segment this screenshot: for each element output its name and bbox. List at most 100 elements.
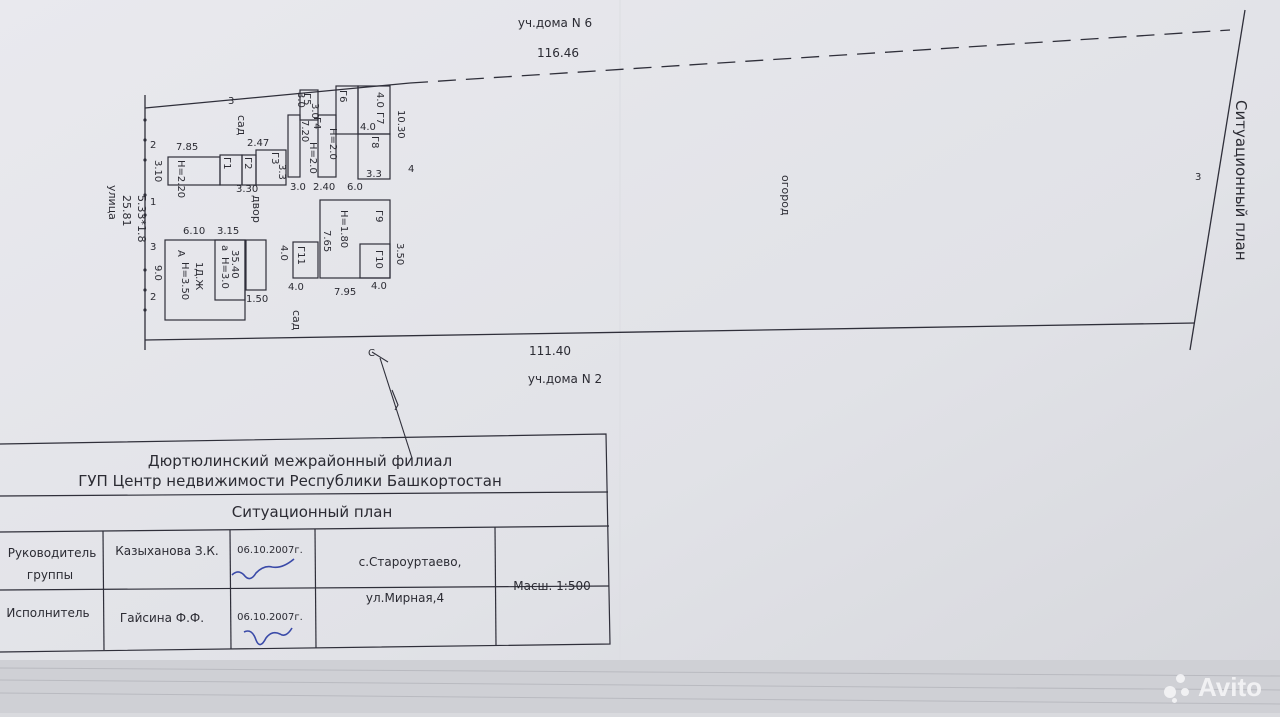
label-h-1-80: Н=1.80 — [338, 210, 349, 248]
garden-label: огород — [779, 175, 792, 216]
dim-3-0a: 3.0 — [290, 182, 306, 193]
building-center — [317, 114, 337, 178]
street-dims-2: 5.33*1.8 — [135, 195, 148, 243]
point-4: 4 — [408, 164, 414, 175]
org-line-2: ГУП Центр недвижимости Республики Башкор… — [78, 472, 502, 490]
exec-date: 06.10.2007г. — [237, 612, 303, 623]
dim-7-65: 7.65 — [321, 230, 332, 252]
org-line-1: Дюртюлинский межрайонный филиал — [148, 452, 452, 470]
yard-label: двор — [250, 195, 263, 223]
label-g2: Г2 — [242, 157, 253, 169]
avito-watermark: Avito — [1163, 672, 1262, 703]
dim-7-95: 7.95 — [334, 287, 356, 298]
exec-name: Гайсина Ф.Ф. — [120, 611, 204, 625]
dim-3-0c: 3.0 — [309, 103, 320, 119]
title-block — [0, 433, 611, 653]
label-g7: Г7 — [374, 112, 385, 124]
dim-7-85: 7.85 — [176, 142, 198, 153]
dim-10-30: 10.30 — [395, 110, 406, 139]
dim-9-0: 9.0 — [152, 265, 163, 281]
building-g11 — [292, 241, 319, 279]
label-g5: Г5 — [301, 93, 312, 105]
address: ул.Мирная,4 — [366, 591, 444, 605]
head-date: 06.10.2007г. — [237, 545, 303, 556]
dim-3-0b: 3.0 — [295, 92, 306, 108]
exec-signature — [243, 627, 293, 646]
side-title: Ситуационный план — [1232, 100, 1250, 261]
avito-logo-icon — [1163, 673, 1192, 703]
building-g3 — [255, 149, 287, 186]
dim-1-50: 1.50 — [246, 294, 268, 305]
village: с.Староуртаево, — [359, 555, 462, 569]
doc-title: Ситуационный план — [232, 503, 393, 521]
label-annex-a: а — [219, 245, 230, 251]
head-role-2: группы — [27, 568, 73, 582]
label-g11: Г11 — [295, 246, 306, 265]
building-g10 — [359, 243, 391, 279]
point-3c: 3 — [1195, 172, 1201, 183]
label-g6: Г6 — [337, 90, 348, 102]
dim-6-10: 6.10 — [183, 226, 205, 237]
head-role-1: Руководитель — [8, 546, 97, 560]
label-g10: Г10 — [373, 250, 384, 269]
point-2b: 2 — [150, 292, 156, 303]
head-signature — [231, 558, 295, 580]
point-3a: 3 — [228, 96, 234, 107]
bottom-length: 111.40 — [529, 344, 571, 358]
paper-edge — [0, 660, 1280, 713]
exec-role: Исполнитель — [6, 606, 89, 620]
garden-label-1: сад — [235, 115, 248, 136]
label-house-a: А — [175, 250, 186, 257]
garden-label-2: сад — [290, 310, 303, 331]
point-1: 1 — [150, 197, 156, 208]
scale: Масш. 1:500 — [513, 579, 591, 593]
dim-4-0b: 4.0 — [360, 122, 376, 133]
street-dims: 25.81 — [120, 195, 133, 227]
buildings — [164, 85, 391, 321]
dim-6-0: 6.0 — [347, 182, 363, 193]
dim-7-20: 7.20 — [299, 120, 310, 142]
label-h-2-0a: Н=2.0 — [307, 142, 318, 174]
building-porch — [245, 239, 267, 291]
avito-brand: Avito — [1197, 672, 1262, 702]
dim-3-10: 3.10 — [152, 160, 163, 182]
label-g9: Г9 — [373, 210, 384, 222]
point-c: С — [368, 348, 375, 359]
building-g4 — [287, 114, 301, 178]
label-g8: Г8 — [369, 136, 380, 148]
dim-3-3a: 3.3 — [366, 169, 382, 180]
label-annex-h: Н=3.0 — [219, 257, 230, 289]
plot-boundary — [144, 9, 1246, 351]
label-g3: Г3 — [269, 152, 280, 164]
label-g1: Г1 — [221, 157, 232, 169]
label-g4: Г4 — [311, 117, 322, 129]
dim-3-30: 3.30 — [236, 184, 258, 195]
dim-4-0e: 4.0 — [371, 281, 387, 292]
building-annex-a — [214, 239, 246, 301]
label-house-h: Н=3.50 — [179, 262, 190, 300]
dim-2-47: 2.47 — [247, 138, 269, 149]
neighbor-bottom-label: уч.дома N 2 — [528, 372, 602, 386]
dim-4-0d: 4.0 — [288, 282, 304, 293]
street-label: улица — [106, 185, 119, 220]
neighbor-top-label: уч.дома N 6 — [518, 16, 592, 30]
dim-3-3b: 3.3 — [276, 164, 287, 180]
building-g9 — [319, 199, 391, 279]
label-h-2-20: Н=2.20 — [175, 160, 186, 198]
point-2a: 2 — [150, 140, 156, 151]
building-g8 — [357, 133, 391, 180]
building-g5 — [299, 89, 319, 121]
dim-4-0c: 4.0 — [278, 245, 289, 261]
label-h-2-0b: Н=2.0 — [327, 128, 338, 160]
top-length: 116.46 — [537, 46, 579, 60]
label-house-num: 1Д.Ж — [193, 262, 204, 290]
head-name: Казыханова З.К. — [115, 544, 218, 558]
dim-4-0a: 4.0 — [374, 92, 385, 108]
point-3b: 3 — [150, 242, 156, 253]
dim-3-50: 3.50 — [394, 243, 405, 265]
dim-3-15: 3.15 — [217, 226, 239, 237]
dim-35-40: 35.40 — [229, 250, 240, 279]
dim-2-40: 2.40 — [313, 182, 335, 193]
